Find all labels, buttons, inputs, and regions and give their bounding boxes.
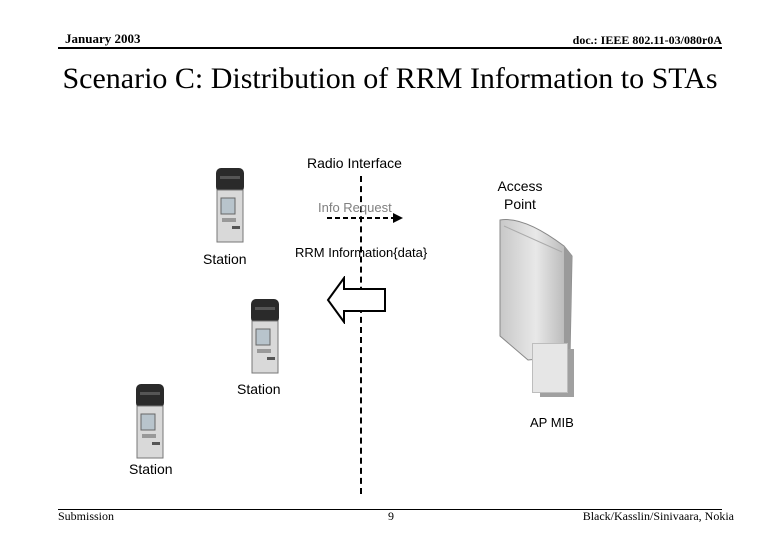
access-point-device-icon — [494, 216, 578, 362]
access-point-label: Access Point — [480, 177, 560, 213]
radio-interface-label: Radio Interface — [307, 155, 402, 171]
ap-mib-box — [532, 343, 568, 393]
header-doc-id: doc.: IEEE 802.11-03/080r0A — [573, 33, 722, 48]
station-device-icon-3 — [134, 384, 166, 460]
header-rule — [58, 47, 722, 49]
rrm-arrow-left — [326, 276, 388, 324]
rrm-information-label: RRM Information{data} — [295, 245, 427, 260]
station-label-2: Station — [237, 381, 281, 397]
station-device-icon-2 — [249, 299, 281, 375]
info-request-arrow — [325, 211, 405, 225]
header-date: January 2003 — [65, 31, 140, 47]
footer-submission: Submission — [58, 509, 114, 524]
station-device-icon-1 — [214, 168, 246, 244]
ap-mib-label: AP MIB — [530, 415, 574, 430]
footer-page-number: 9 — [388, 509, 394, 524]
station-label-3: Station — [129, 461, 173, 477]
station-label-1: Station — [203, 251, 247, 267]
footer-authors: Black/Kasslin/Sinivaara, Nokia — [583, 509, 734, 524]
slide-title: Scenario C: Distribution of RRM Informat… — [60, 60, 720, 98]
